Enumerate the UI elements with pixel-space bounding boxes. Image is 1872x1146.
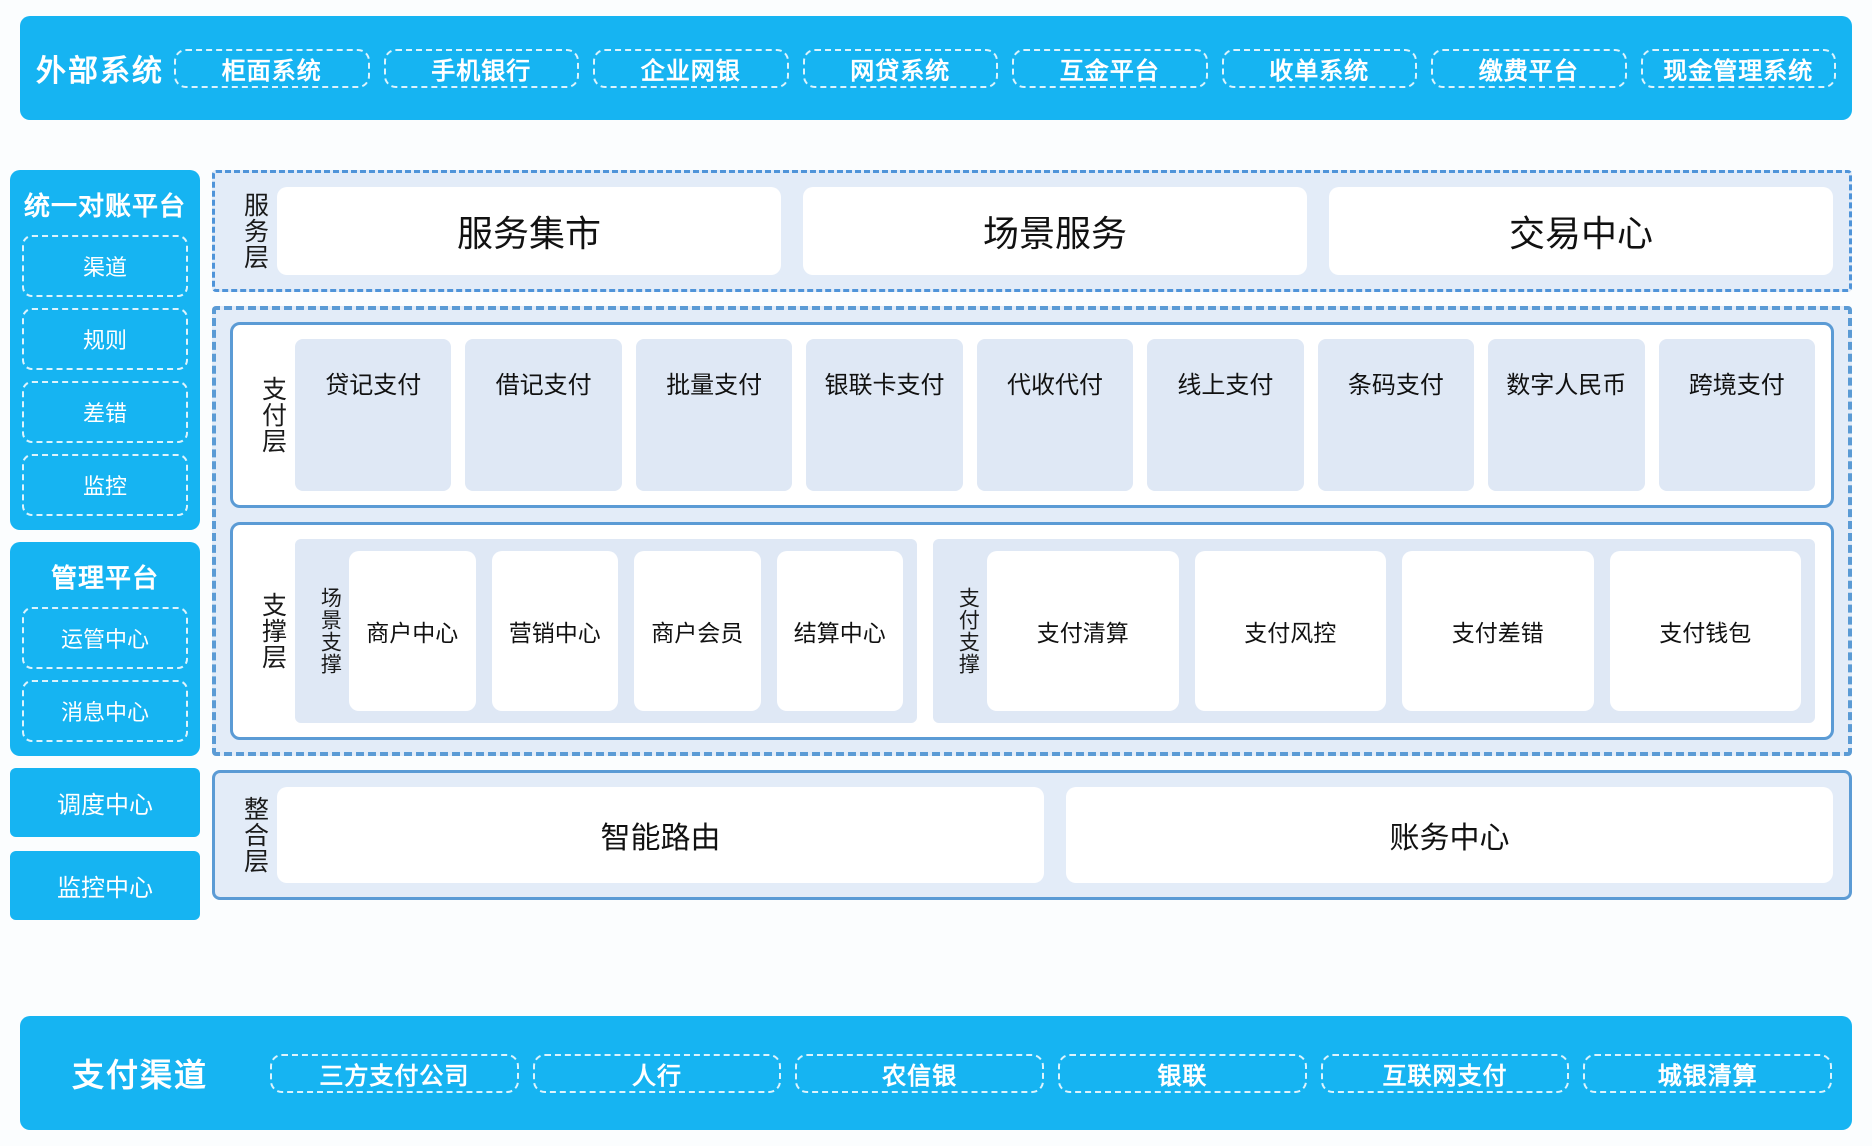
- payment-chip-crossborder[interactable]: 跨境支付: [1658, 339, 1815, 491]
- external-system-chip-cashmgmt[interactable]: 现金管理系统: [1640, 48, 1836, 88]
- support-group-scenario-label: 场景支撑: [318, 587, 342, 675]
- payment-channel-items: 三方支付公司 人行 农信银 银联 互联网支付 城银清算: [270, 1053, 1833, 1093]
- integration-layer-items: 智能路由 账务中心: [277, 787, 1833, 883]
- support-group-payment: 支付支撑 支付清算 支付风控 支付差错 支付钱包: [933, 539, 1815, 723]
- payment-chip-barcode[interactable]: 条码支付: [1317, 339, 1475, 491]
- integration-layer: 整合层 智能路由 账务中心: [212, 770, 1852, 900]
- scheduling-center-card[interactable]: 调度中心: [10, 768, 200, 837]
- payment-channel-chip-internet[interactable]: 互联网支付: [1320, 1053, 1570, 1093]
- management-item-operations[interactable]: 运管中心: [22, 607, 188, 669]
- payment-chip-unionpay[interactable]: 银联卡支付: [806, 339, 963, 491]
- integration-card-smart-routing[interactable]: 智能路由: [277, 787, 1044, 883]
- payment-chip-online[interactable]: 线上支付: [1147, 339, 1304, 491]
- reconciliation-platform-card[interactable]: 统一对账平台 渠道 规则 差错 监控: [10, 170, 200, 530]
- service-layer-items: 服务集市 场景服务 交易中心: [277, 187, 1833, 275]
- platform-layers-column: 服务层 服务集市 场景服务 交易中心 支付层 贷记支付 借记支付 批量支付 银联…: [212, 170, 1852, 900]
- integration-card-accounting[interactable]: 账务中心: [1066, 787, 1833, 883]
- reconciliation-item-channel[interactable]: 渠道: [22, 235, 188, 297]
- management-platform-title: 管理平台: [50, 563, 159, 593]
- payment-chip-debit[interactable]: 借记支付: [465, 339, 622, 491]
- support-card-pay-riskctrl[interactable]: 支付风控: [1194, 551, 1386, 711]
- management-item-message[interactable]: 消息中心: [22, 680, 188, 742]
- reconciliation-item-error[interactable]: 差错: [22, 381, 188, 443]
- external-system-chip-fintech[interactable]: 互金平台: [1012, 48, 1208, 88]
- payment-chip-ecny[interactable]: 数字人民币: [1488, 339, 1645, 491]
- external-system-chip-payfee[interactable]: 缴费平台: [1431, 48, 1627, 88]
- payment-channel-chip-rcbank[interactable]: 农信银: [795, 1053, 1045, 1093]
- support-layer-label: 支撑层: [258, 592, 287, 670]
- payment-channel-chip-unionpay[interactable]: 银联: [1058, 1053, 1307, 1093]
- external-systems-items: 柜面系统 手机银行 企业网银 网贷系统 互金平台 收单系统 缴费平台 现金管理系…: [174, 48, 1836, 88]
- payment-chip-batch[interactable]: 批量支付: [635, 339, 793, 491]
- support-group-payment-items: 支付清算 支付风控 支付差错 支付钱包: [987, 551, 1801, 711]
- service-card-marketplace[interactable]: 服务集市: [277, 187, 781, 275]
- payment-chip-collect[interactable]: 代收代付: [976, 339, 1134, 491]
- external-system-chip-loan[interactable]: 网贷系统: [802, 48, 998, 88]
- external-system-chip-acquire[interactable]: 收单系统: [1221, 48, 1417, 88]
- left-platform-column: 统一对账平台 渠道 规则 差错 监控 管理平台 运管中心 消息中心 调度中心 监…: [10, 170, 200, 934]
- reconciliation-item-monitor[interactable]: 监控: [22, 454, 188, 516]
- integration-layer-label: 整合层: [240, 796, 269, 874]
- external-systems-title: 外部系统: [36, 55, 164, 88]
- support-layer: 支撑层 场景支撑 商户中心 营销中心 商户会员 结算中心 支付支撑: [230, 522, 1834, 740]
- payment-layer-items: 贷记支付 借记支付 批量支付 银联卡支付 代收代付 线上支付 条码支付 数字人民…: [295, 339, 1815, 491]
- payment-channel-chip-pboc[interactable]: 人行: [532, 1053, 782, 1093]
- support-group-payment-label: 支付支撑: [956, 587, 980, 675]
- reconciliation-platform-title: 统一对账平台: [23, 191, 186, 221]
- external-system-chip-guimian[interactable]: 柜面系统: [174, 48, 370, 88]
- service-card-transaction[interactable]: 交易中心: [1329, 187, 1833, 275]
- support-card-pay-wallet[interactable]: 支付钱包: [1609, 551, 1801, 711]
- support-card-pay-clearing[interactable]: 支付清算: [987, 551, 1179, 711]
- support-card-merchant-member[interactable]: 商户会员: [634, 551, 761, 711]
- monitoring-center-card[interactable]: 监控中心: [10, 851, 200, 920]
- external-system-chip-corp[interactable]: 企业网银: [593, 48, 789, 88]
- support-layer-groups: 场景支撑 商户中心 营销中心 商户会员 结算中心 支付支撑 支付清算 支付风控: [295, 539, 1815, 723]
- payment-channel-chip-thirdparty[interactable]: 三方支付公司: [270, 1053, 519, 1093]
- reconciliation-item-rule[interactable]: 规则: [22, 308, 188, 370]
- payment-channel-chip-cityclear[interactable]: 城银清算: [1583, 1053, 1833, 1093]
- support-card-settlement-center[interactable]: 结算中心: [776, 551, 903, 711]
- payment-layer-label: 支付层: [258, 376, 287, 454]
- support-card-pay-error[interactable]: 支付差错: [1402, 551, 1594, 711]
- management-platform-card[interactable]: 管理平台 运管中心 消息中心: [10, 542, 200, 756]
- external-systems-bar: 外部系统 柜面系统 手机银行 企业网银 网贷系统 互金平台 收单系统 缴费平台 …: [20, 16, 1852, 120]
- external-system-chip-mobile[interactable]: 手机银行: [383, 48, 579, 88]
- payment-layer: 支付层 贷记支付 借记支付 批量支付 银联卡支付 代收代付 线上支付 条码支付 …: [230, 322, 1834, 508]
- core-payment-container: 支付层 贷记支付 借记支付 批量支付 银联卡支付 代收代付 线上支付 条码支付 …: [212, 306, 1852, 756]
- support-card-merchant-center[interactable]: 商户中心: [349, 551, 476, 711]
- support-group-scenario-items: 商户中心 营销中心 商户会员 结算中心: [349, 551, 903, 711]
- payment-chip-credit[interactable]: 贷记支付: [295, 339, 452, 491]
- payment-channel-bar: 支付渠道 三方支付公司 人行 农信银 银联 互联网支付 城银清算: [20, 1016, 1852, 1130]
- service-layer-label: 服务层: [240, 192, 269, 270]
- service-card-scenario[interactable]: 场景服务: [803, 187, 1307, 275]
- payment-channel-title: 支付渠道: [71, 1057, 208, 1093]
- support-card-marketing-center[interactable]: 营销中心: [491, 551, 618, 711]
- service-layer: 服务层 服务集市 场景服务 交易中心: [212, 170, 1852, 292]
- support-group-scenario: 场景支撑 商户中心 营销中心 商户会员 结算中心: [295, 539, 917, 723]
